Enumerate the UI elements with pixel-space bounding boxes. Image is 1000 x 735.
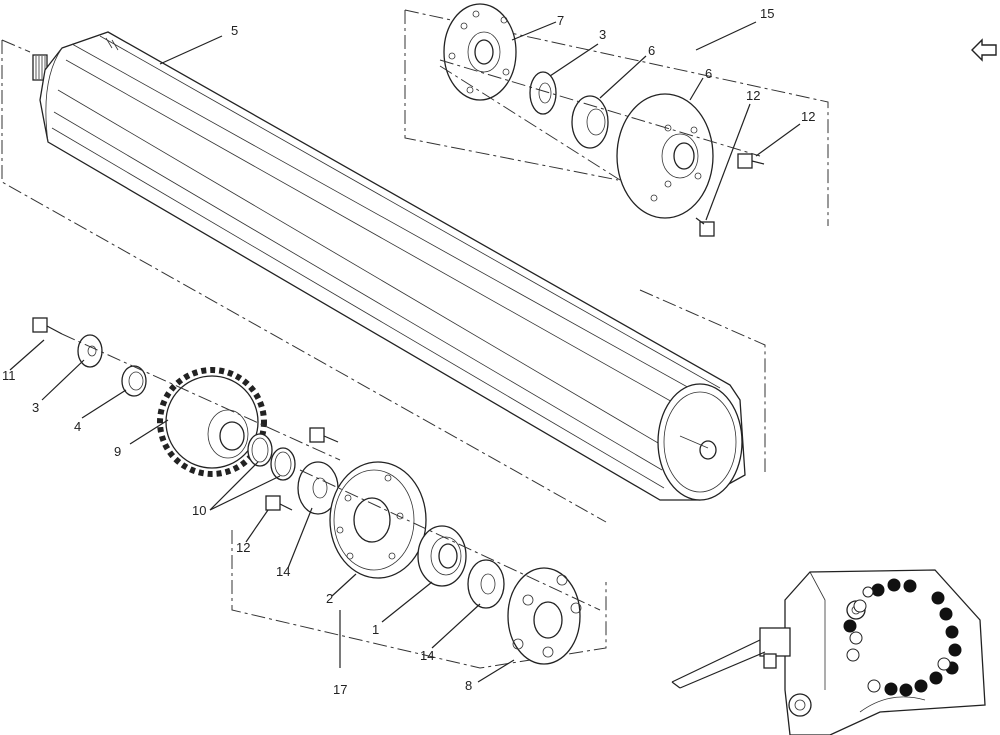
bolt-12-lower-b bbox=[265, 495, 293, 511]
position-empty bbox=[867, 679, 881, 693]
position-empty bbox=[846, 648, 860, 662]
callout-leaders bbox=[9, 21, 801, 683]
position-filled bbox=[871, 583, 885, 597]
housing-6 bbox=[616, 93, 714, 219]
housing-2 bbox=[329, 461, 427, 579]
callout-1: 1 bbox=[372, 622, 379, 637]
sprocket-9 bbox=[157, 367, 267, 477]
bolt-12-upper-b bbox=[695, 217, 715, 237]
callout-6-housing: 6 bbox=[705, 66, 712, 81]
callout-12-upper-a: 12 bbox=[746, 88, 760, 103]
position-filled bbox=[931, 591, 945, 605]
callout-14-a: 14 bbox=[276, 564, 290, 579]
bolt-11 bbox=[32, 317, 63, 335]
position-filled bbox=[945, 625, 959, 639]
position-filled bbox=[887, 578, 901, 592]
callout-5: 5 bbox=[231, 23, 238, 38]
circlips-10 bbox=[247, 433, 296, 481]
callout-12-upper-b: 12 bbox=[801, 109, 815, 124]
washer-3-lower bbox=[77, 334, 103, 368]
flange-8 bbox=[507, 567, 582, 665]
callout-3-lower: 3 bbox=[32, 400, 39, 415]
callout-10: 10 bbox=[192, 503, 206, 518]
bolt-12-lower-a bbox=[309, 427, 339, 443]
callout-2: 2 bbox=[326, 591, 333, 606]
position-empty bbox=[862, 586, 874, 598]
callout-7: 7 bbox=[557, 13, 564, 28]
roller-assembly-frame bbox=[1, 39, 766, 523]
position-empty bbox=[849, 631, 863, 645]
callout-8: 8 bbox=[465, 678, 472, 693]
position-filled bbox=[914, 679, 928, 693]
position-empty bbox=[853, 599, 867, 613]
bearing-6 bbox=[571, 95, 609, 149]
callout-9: 9 bbox=[114, 444, 121, 459]
callout-11: 11 bbox=[2, 368, 16, 383]
return-arrow-icon[interactable] bbox=[971, 38, 997, 62]
bearing-flange-7 bbox=[443, 3, 517, 101]
callout-6-bearing: 6 bbox=[648, 43, 655, 58]
washer-14-b bbox=[467, 559, 505, 609]
part-alignment-axes bbox=[61, 59, 761, 611]
roller-tube bbox=[32, 31, 746, 501]
position-filled bbox=[939, 607, 953, 621]
locator-positions bbox=[843, 578, 962, 697]
bolt-12-upper-a bbox=[737, 153, 765, 169]
assembly-15-frame bbox=[404, 9, 829, 226]
position-filled bbox=[948, 643, 962, 657]
washer-3-upper bbox=[529, 71, 557, 115]
callout-12-lower: 12 bbox=[236, 540, 250, 555]
bearing-1 bbox=[417, 525, 467, 587]
callout-4: 4 bbox=[74, 419, 81, 434]
callout-15: 15 bbox=[760, 6, 774, 21]
callouts: 5 7 3 6 6 15 12 12 11 3 4 9 10 12 14 2 1… bbox=[2, 6, 815, 697]
position-filled bbox=[899, 683, 913, 697]
callout-17: 17 bbox=[333, 682, 347, 697]
position-filled bbox=[903, 579, 917, 593]
callout-14-b: 14 bbox=[420, 648, 434, 663]
position-filled bbox=[884, 682, 898, 696]
assembly-17-frame bbox=[231, 530, 607, 669]
position-filled bbox=[929, 671, 943, 685]
position-filled bbox=[843, 619, 857, 633]
baler-locator-thumbnail bbox=[671, 569, 986, 735]
bushing-4 bbox=[121, 365, 147, 397]
callout-3-upper: 3 bbox=[599, 27, 606, 42]
position-empty bbox=[937, 657, 951, 671]
